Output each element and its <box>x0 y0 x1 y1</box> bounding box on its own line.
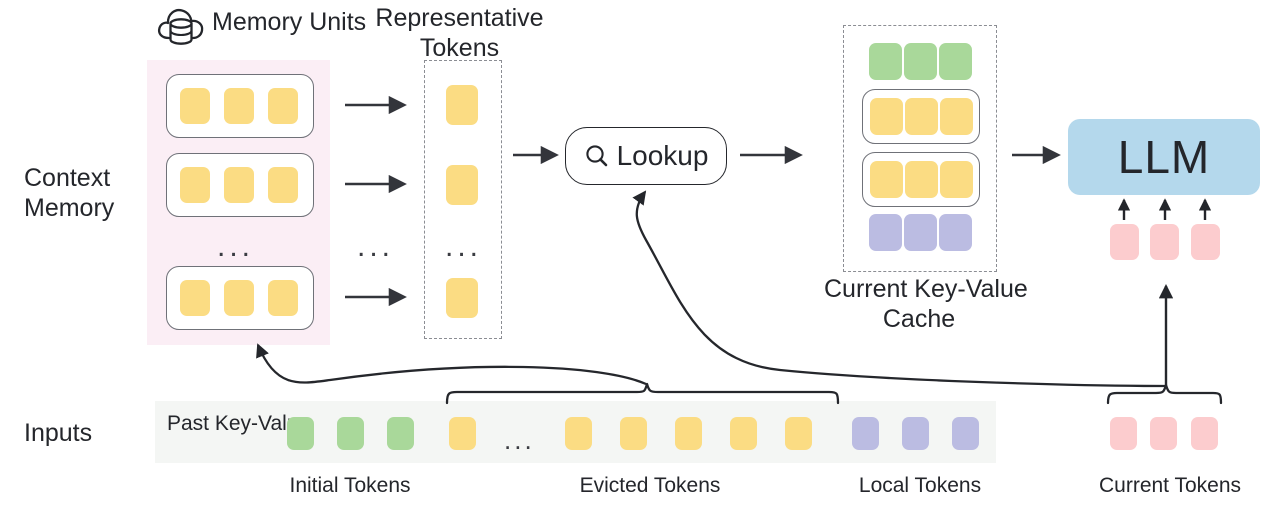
evicted-ellipsis: ... <box>504 425 535 455</box>
input-token-current <box>1110 417 1137 450</box>
kv-cache-token <box>869 214 902 251</box>
caption-current-tokens: Current Tokens <box>1098 474 1242 497</box>
kv-cache-unit-box[interactable] <box>862 152 980 207</box>
memory-token <box>224 88 254 124</box>
memory-token <box>268 280 298 316</box>
input-token-evicted <box>620 417 647 450</box>
representative-tokens-heading: Representative Tokens <box>375 4 544 62</box>
input-token-initial <box>287 417 314 450</box>
representative-token <box>446 278 478 318</box>
lookup-button[interactable]: Lookup <box>565 127 727 185</box>
current-token-chip <box>1110 224 1139 260</box>
kv-cache-token <box>870 161 903 198</box>
memory-token <box>268 88 298 124</box>
input-token-local <box>952 417 979 450</box>
memory-token <box>180 88 210 124</box>
representative-token <box>446 165 478 205</box>
llm-box[interactable]: LLM <box>1068 119 1260 195</box>
llm-label: LLM <box>1117 131 1211 183</box>
memory-units-heading: Memory Units <box>212 8 367 36</box>
memory-token <box>268 167 298 203</box>
memory-units-ellipsis: ... <box>217 230 255 263</box>
memory-unit-box[interactable] <box>166 266 314 330</box>
past-key-value-label: Past Key-Value <box>167 412 311 435</box>
memory-unit-box[interactable] <box>166 74 314 138</box>
input-token-evicted <box>675 417 702 450</box>
representative-tokens-ellipsis: ... <box>445 230 483 263</box>
context-memory-row-label: Context Memory <box>24 164 115 222</box>
kv-cache-token <box>904 43 937 80</box>
kv-cache-token <box>939 214 972 251</box>
mid-column-ellipsis: ... <box>357 230 395 263</box>
kv-cache-token <box>904 214 937 251</box>
kv-cache-token <box>869 43 902 80</box>
memory-token <box>180 167 210 203</box>
kv-cache-token <box>940 98 973 135</box>
cloud-database-icon <box>155 4 207 52</box>
inputs-row-label: Inputs <box>24 419 93 447</box>
representative-tokens-box <box>424 60 502 339</box>
kv-cache-token <box>939 43 972 80</box>
current-token-chip <box>1191 224 1220 260</box>
caption-evicted-tokens: Evicted Tokens <box>579 474 721 497</box>
input-token-local <box>902 417 929 450</box>
lookup-label: Lookup <box>616 140 709 171</box>
input-token-evicted <box>730 417 757 450</box>
input-token-current <box>1150 417 1177 450</box>
memory-unit-box[interactable] <box>166 153 314 217</box>
search-icon <box>584 143 610 169</box>
kv-cache-unit-box[interactable] <box>862 89 980 144</box>
input-token-evicted <box>785 417 812 450</box>
input-token-initial <box>337 417 364 450</box>
kv-cache-token <box>940 161 973 198</box>
input-token-initial <box>387 417 414 450</box>
input-token-evicted <box>565 417 592 450</box>
input-token-current <box>1191 417 1218 450</box>
memory-token <box>224 280 254 316</box>
representative-token <box>446 85 478 125</box>
current-kv-cache-caption: Current Key-Value Cache <box>824 275 1028 333</box>
kv-cache-token <box>905 98 938 135</box>
memory-token <box>180 280 210 316</box>
memory-token <box>224 167 254 203</box>
input-token-evicted <box>449 417 476 450</box>
kv-cache-token <box>905 161 938 198</box>
current-token-chip <box>1150 224 1179 260</box>
caption-local-tokens: Local Tokens <box>858 474 982 497</box>
caption-initial-tokens: Initial Tokens <box>289 474 411 497</box>
kv-cache-token <box>870 98 903 135</box>
input-token-local <box>852 417 879 450</box>
